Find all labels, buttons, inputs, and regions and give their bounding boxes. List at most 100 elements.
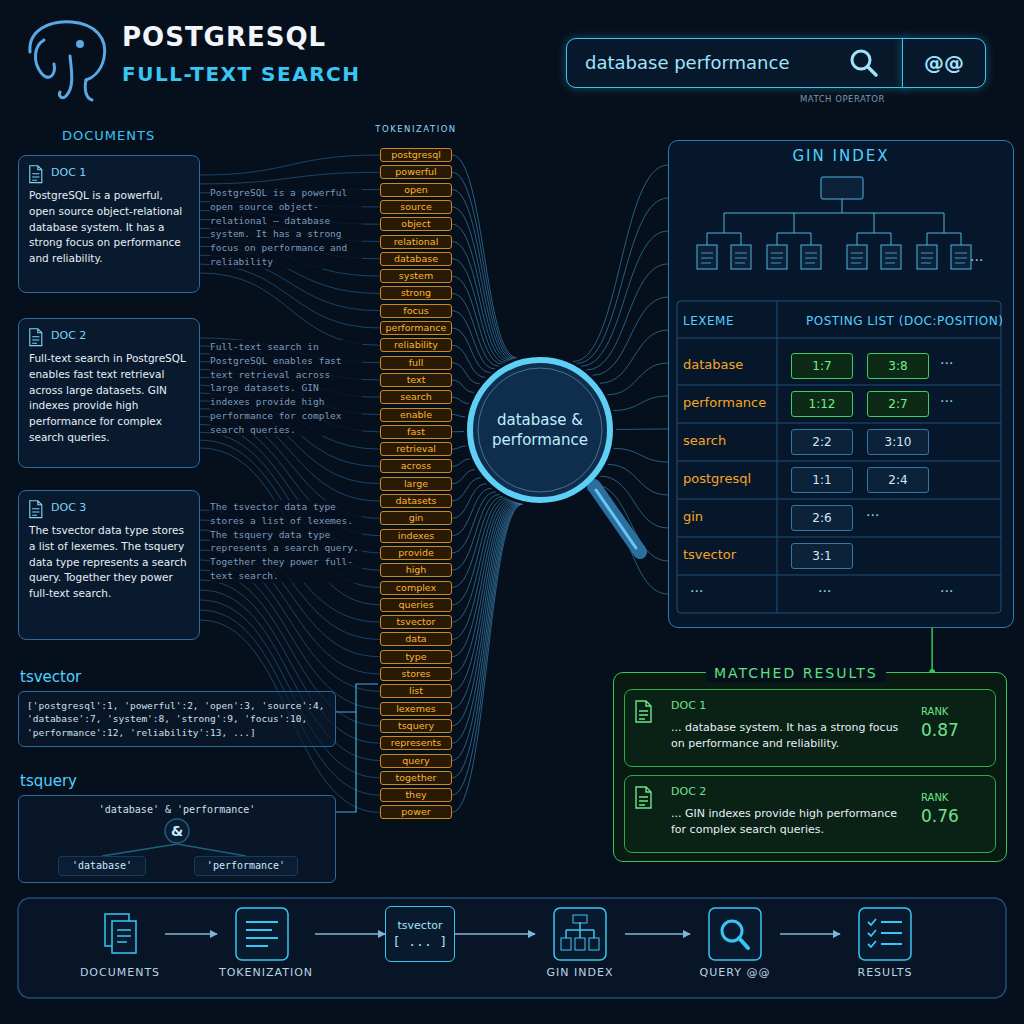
decor-box [709,908,761,960]
token-ray [452,504,523,812]
node-heading: list [381,685,451,697]
decor-line [921,253,933,263]
decor-line [639,797,648,805]
flow-line [200,172,380,184]
pipeline-step: DOCUMENTS [75,906,165,986]
label-wrap: ··· [940,393,953,409]
decor-line [677,423,1001,424]
decor-line [677,537,1001,538]
node-heading: complex [381,582,451,594]
token-ray [452,502,517,708]
table-cell: postgresql [683,470,751,488]
token-ray [452,504,521,778]
label-wrap: MATCH OPERATOR [800,94,885,104]
node-heading: query [381,755,451,767]
label-wrap: FULL-TEXT SEARCH [122,62,360,86]
token-chip: open [380,183,452,197]
subtitle: FULL-TEXT SEARCH [122,62,360,86]
decor-group [636,787,651,808]
posting-cell: 2:4 [867,467,929,493]
decor-box [801,245,821,269]
node-heading: GIN INDEX [547,966,614,979]
node-text: [ ... ] [393,933,448,950]
decor-box [589,938,599,950]
label-wrap: LEXEME [683,314,734,328]
node-heading: 1:1 [792,468,852,492]
token-ray [452,484,486,518]
node-text: PostgreSQL is a powerful, open source ob… [29,188,189,267]
token-chip: query [380,754,452,768]
lens-handle-shine [596,490,636,548]
query-term: 'database' [58,856,146,876]
token-chip: represents [380,736,452,750]
decor-line [868,941,902,947]
posting-cell: 3:10 [867,429,929,455]
decor-box [731,245,751,269]
node-heading: open [381,184,451,196]
node-heading: power [381,806,451,818]
decor-box [859,908,911,960]
decor-line [117,930,131,942]
node-heading: @@ [903,39,985,87]
decor-line [566,922,594,938]
label-wrap: ··· [940,355,953,371]
token-ray [452,293,499,366]
document-card: DOC 2Full-text search in PostgreSQL enab… [18,318,200,468]
node-heading: tsvector [381,616,451,628]
label-wrap: The tsvector data type stores a list of … [210,500,362,583]
decor-box [767,245,787,269]
and-operator: & [164,818,190,844]
node-heading: focus [381,305,451,317]
posting-cell: 1:1 [791,467,853,493]
token-chip: together [380,771,452,785]
token-chip: type [380,650,452,664]
decor-line [246,922,278,946]
decor-line [677,499,1001,500]
decor-line [639,711,648,719]
token-ray [452,503,520,760]
node-heading: type [381,651,451,663]
index-ray [593,297,668,375]
token-chip: text [380,373,452,387]
decor-line [777,301,778,613]
code-box: tsquery'database' & 'performance'&'datab… [18,772,336,883]
table-header: LEXEME [683,314,734,328]
label-wrap: ··· [970,252,983,268]
node-heading: GIN INDEX [669,141,1013,165]
posting-cell: 2:2 [791,429,853,455]
document-card: DOC 3The tsvector data type stores a lis… [18,490,200,640]
node-heading: datasets [381,495,451,507]
table-cell: performance [683,394,766,412]
section-heading: TOKENIZATION [372,124,460,134]
posting-cell: 3:1 [791,543,853,569]
token-chip: indexes [380,529,452,543]
decor-box [561,938,571,950]
query-term: 'performance' [194,856,298,876]
node-heading: 2:7 [868,392,928,416]
magnifier-lens: database & performance [464,354,616,506]
decor-box [917,245,937,269]
label-wrap: search [683,432,726,450]
token-ray [452,397,469,403]
ellipsis: ··· [818,583,831,599]
node-heading: tsvector [20,668,336,686]
node-heading: database [381,253,451,265]
flow-line [200,440,380,587]
node-heading: they [381,789,451,801]
node-heading: 1:7 [792,354,852,378]
decor-box [951,245,971,269]
node-heading: across [381,460,451,472]
decor-line [636,787,651,808]
token-chip: strong [380,286,452,300]
label-wrap: TOKENIZATION [372,124,460,134]
node-heading: full [381,357,451,369]
node-heading: database & performance [478,410,602,451]
node-heading: DOC 3 [29,500,189,516]
token-chip: tsvector [380,615,452,629]
decor-line [724,199,944,213]
node-heading: 3:10 [868,430,928,454]
token-chip: high [380,563,452,577]
label-wrap: DOCUMENTS [62,128,155,143]
decor-line [868,930,902,936]
